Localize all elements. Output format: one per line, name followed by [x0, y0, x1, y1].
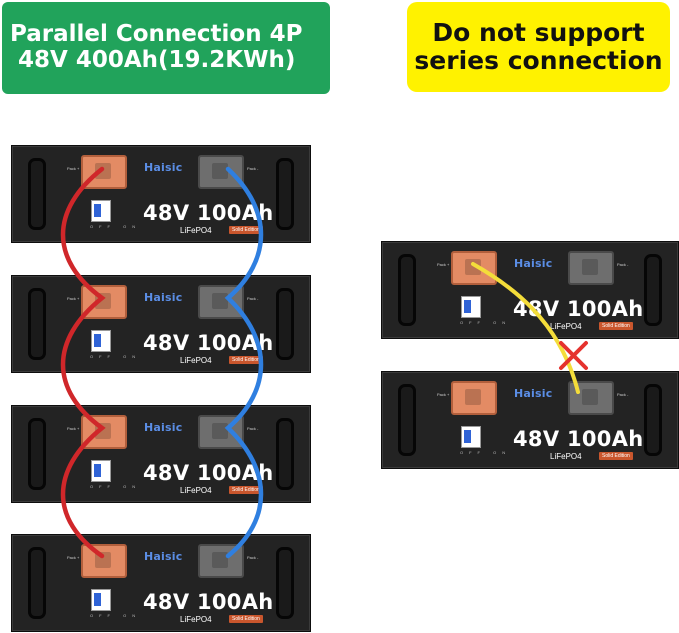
pack-negative-label: Pack -: [247, 426, 259, 431]
battery-model: 48V 100Ah: [143, 331, 274, 355]
battery-model: 48V 100Ah: [143, 590, 274, 614]
battery-module-3: Pack + Haisic Pack - OFF ON 48V 100Ah Li…: [11, 405, 311, 503]
battery-chemistry: LiFePO4: [180, 486, 212, 495]
positive-terminal: [81, 415, 127, 449]
series-battery-module-2: Pack + Haisic Pack - OFF ON 48V 100Ah Li…: [381, 371, 679, 469]
negative-terminal: [568, 381, 614, 415]
handle-icon: [28, 288, 46, 360]
battery-model: 48V 100Ah: [143, 461, 274, 485]
battery-chemistry: LiFePO4: [180, 226, 212, 235]
pack-positive-label: Pack +: [67, 166, 80, 171]
battery-model: 48V 100Ah: [143, 201, 274, 225]
edition-badge: Solid Edition: [229, 356, 263, 364]
banner-title: Parallel Connection 4P: [10, 21, 303, 48]
battery-model: 48V 100Ah: [513, 427, 644, 451]
battery-module-1: Pack + Haisic Pack - OFF ON 48V 100Ah Li…: [11, 145, 311, 243]
battery-chemistry: LiFePO4: [550, 452, 582, 461]
switch-label: OFF ON: [90, 224, 142, 229]
not-allowed-x-icon: [559, 341, 588, 370]
pack-negative-label: Pack -: [247, 296, 259, 301]
pack-negative-label: Pack -: [617, 392, 629, 397]
breaker-switch: [461, 426, 481, 448]
switch-label: OFF ON: [90, 354, 142, 359]
handle-icon: [398, 254, 416, 326]
warning-banner: Do not support series connection: [407, 2, 670, 92]
positive-terminal: [451, 381, 497, 415]
switch-label: OFF ON: [90, 613, 142, 618]
brand-logo: Haisic: [144, 421, 183, 434]
breaker-switch: [91, 460, 111, 482]
handle-icon: [644, 254, 662, 326]
warning-line-2: series connection: [414, 46, 663, 75]
positive-terminal: [81, 155, 127, 189]
negative-terminal: [198, 155, 244, 189]
edition-badge: Solid Edition: [229, 486, 263, 494]
negative-terminal: [198, 285, 244, 319]
positive-terminal: [81, 544, 127, 578]
pack-positive-label: Pack +: [67, 426, 80, 431]
handle-icon: [398, 384, 416, 456]
battery-chemistry: LiFePO4: [180, 615, 212, 624]
handle-icon: [644, 384, 662, 456]
pack-positive-label: Pack +: [437, 262, 450, 267]
switch-label: OFF ON: [90, 484, 142, 489]
positive-terminal: [81, 285, 127, 319]
negative-terminal: [198, 415, 244, 449]
negative-terminal: [568, 251, 614, 285]
positive-terminal: [451, 251, 497, 285]
breaker-switch: [91, 589, 111, 611]
handle-icon: [276, 288, 294, 360]
edition-badge: Solid Edition: [599, 322, 633, 330]
handle-icon: [276, 547, 294, 619]
pack-positive-label: Pack +: [437, 392, 450, 397]
parallel-connection-banner: Parallel Connection 4P 48V 400Ah(19.2KWh…: [2, 2, 330, 94]
pack-negative-label: Pack -: [247, 166, 259, 171]
banner-capacity: 48V 400Ah(19.2KWh): [18, 47, 296, 73]
edition-badge: Solid Edition: [229, 226, 263, 234]
edition-badge: Solid Edition: [229, 615, 263, 623]
brand-logo: Haisic: [514, 257, 553, 270]
negative-terminal: [198, 544, 244, 578]
brand-logo: Haisic: [144, 291, 183, 304]
switch-label: OFF ON: [460, 320, 512, 325]
breaker-switch: [91, 200, 111, 222]
brand-logo: Haisic: [514, 387, 553, 400]
battery-model: 48V 100Ah: [513, 297, 644, 321]
handle-icon: [28, 418, 46, 490]
pack-positive-label: Pack +: [67, 555, 80, 560]
battery-module-2: Pack + Haisic Pack - OFF ON 48V 100Ah Li…: [11, 275, 311, 373]
battery-module-4: Pack + Haisic Pack - OFF ON 48V 100Ah Li…: [11, 534, 311, 632]
pack-negative-label: Pack -: [247, 555, 259, 560]
brand-logo: Haisic: [144, 161, 183, 174]
handle-icon: [28, 158, 46, 230]
pack-negative-label: Pack -: [617, 262, 629, 267]
edition-badge: Solid Edition: [599, 452, 633, 460]
brand-logo: Haisic: [144, 550, 183, 563]
handle-icon: [276, 158, 294, 230]
battery-chemistry: LiFePO4: [180, 356, 212, 365]
breaker-switch: [461, 296, 481, 318]
handle-icon: [276, 418, 294, 490]
series-battery-module-1: Pack + Haisic Pack - OFF ON 48V 100Ah Li…: [381, 241, 679, 339]
pack-positive-label: Pack +: [67, 296, 80, 301]
handle-icon: [28, 547, 46, 619]
breaker-switch: [91, 330, 111, 352]
battery-chemistry: LiFePO4: [550, 322, 582, 331]
warning-line-1: Do not support: [432, 18, 645, 47]
switch-label: OFF ON: [460, 450, 512, 455]
